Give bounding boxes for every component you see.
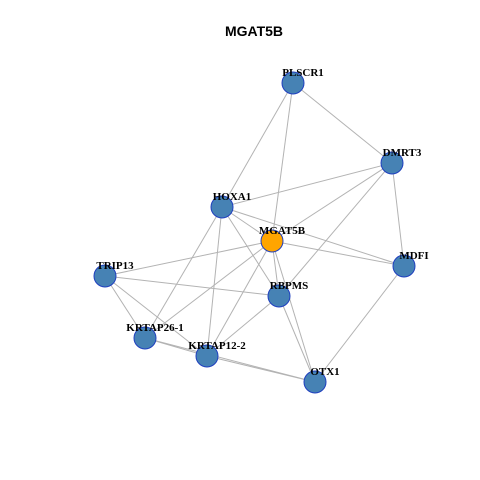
node-plscr1 (281, 71, 305, 95)
edge-hoxa1-rbpms (221, 206, 280, 297)
node-rbpms (267, 284, 291, 308)
edge-mgat5b-mdfi (271, 240, 405, 267)
edge-mdfi-otx1 (314, 265, 405, 383)
node-hoxa1 (210, 195, 234, 219)
edge-mgat5b-krtap26-1 (144, 240, 273, 339)
node-label-mdfi: MDFI (399, 250, 428, 262)
node-label-mgat5b: MGAT5B (259, 225, 306, 237)
node-label-krtap26-1: KRTAP26-1 (126, 322, 183, 334)
edge-mgat5b-otx1 (271, 240, 316, 383)
node-otx1 (303, 370, 327, 394)
node-label-dmrt3: DMRT3 (383, 147, 422, 159)
edge-hoxa1-mdfi (221, 206, 405, 267)
node-trip13 (93, 264, 117, 288)
node-mdfi (392, 254, 416, 278)
edge-dmrt3-hoxa1 (221, 162, 393, 208)
node-label-rbpms: RBPMS (270, 280, 309, 292)
edge-plscr1-dmrt3 (292, 82, 393, 164)
edge-mgat5b-trip13 (104, 240, 273, 277)
edge-hoxa1-krtap26-1 (144, 206, 223, 339)
edge-dmrt3-mgat5b (271, 162, 393, 242)
edge-dmrt3-rbpms (278, 162, 393, 297)
edges-layer (104, 82, 405, 383)
node-krtap26-1 (133, 326, 157, 350)
node-label-hoxa1: HOXA1 (213, 191, 252, 203)
node-dmrt3 (380, 151, 404, 175)
edge-trip13-krtap12-2 (104, 275, 208, 357)
node-krtap12-2 (195, 344, 219, 368)
chart-title: MGAT5B (225, 23, 283, 39)
node-label-trip13: TRIP13 (96, 260, 134, 272)
edge-hoxa1-krtap12-2 (206, 206, 223, 357)
edge-trip13-rbpms (104, 275, 280, 297)
node-label-otx1: OTX1 (310, 366, 339, 378)
node-label-plscr1: PLSCR1 (282, 67, 324, 79)
edge-mgat5b-krtap12-2 (206, 240, 273, 357)
edge-dmrt3-mdfi (391, 162, 405, 267)
edge-plscr1-mgat5b (271, 82, 294, 242)
edge-trip13-krtap26-1 (104, 275, 146, 339)
node-label-krtap12-2: KRTAP12-2 (188, 340, 246, 352)
node-mgat5b (260, 229, 284, 253)
edge-rbpms-otx1 (278, 295, 316, 383)
edge-krtap12-2-otx1 (206, 355, 316, 383)
edge-plscr1-hoxa1 (221, 82, 294, 208)
edge-rbpms-krtap12-2 (206, 295, 280, 357)
nodes-layer (93, 71, 416, 394)
